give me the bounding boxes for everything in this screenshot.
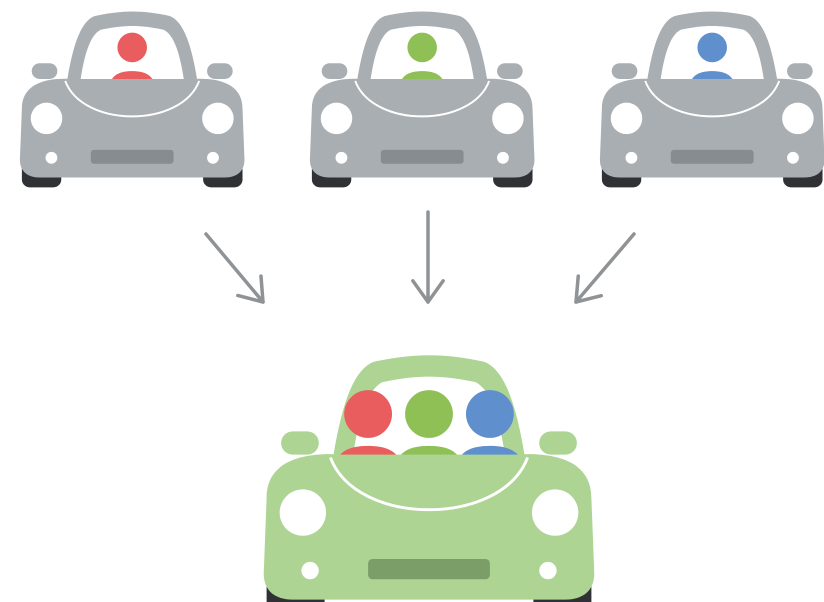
right-mirror: [497, 63, 523, 79]
left-fog-light: [626, 152, 638, 164]
license-plate: [91, 150, 174, 164]
arrow-shaft: [576, 234, 634, 302]
left-headlight: [31, 103, 63, 135]
right-fog-light: [787, 152, 799, 164]
person-head: [117, 33, 147, 63]
license-plate: [671, 150, 754, 164]
separate-cars-row: [20, 12, 824, 188]
person-head: [466, 390, 514, 438]
arrow-down-left-icon: [576, 234, 634, 302]
right-fog-light: [539, 562, 556, 579]
right-headlight: [492, 103, 524, 135]
left-mirror: [32, 63, 58, 79]
right-mirror: [787, 63, 813, 79]
person-head: [405, 390, 453, 438]
left-fog-light: [336, 152, 348, 164]
left-mirror: [281, 431, 319, 454]
left-headlight: [321, 103, 353, 135]
person-head: [407, 33, 437, 63]
arrows-row: [206, 212, 634, 302]
left-fog-light: [46, 152, 58, 164]
person-head: [344, 390, 392, 438]
arrow-shaft: [206, 234, 263, 302]
right-headlight: [202, 103, 234, 135]
right-headlight: [782, 103, 814, 135]
gray-car-2: [310, 12, 535, 188]
shared-car: [264, 355, 595, 602]
right-fog-light: [207, 152, 219, 164]
left-headlight: [611, 103, 643, 135]
license-plate: [381, 150, 464, 164]
left-fog-light: [301, 562, 318, 579]
right-headlight: [532, 489, 578, 535]
left-mirror: [322, 63, 348, 79]
arrow-down-icon: [413, 212, 443, 302]
license-plate: [368, 559, 490, 579]
right-mirror: [207, 63, 233, 79]
left-headlight: [280, 489, 326, 535]
right-fog-light: [497, 152, 509, 164]
green-shared-car: [264, 355, 595, 602]
gray-car-1: [20, 12, 245, 188]
right-mirror: [539, 431, 577, 454]
gray-car-3: [600, 12, 824, 188]
person-head: [697, 33, 727, 63]
arrow-down-right-icon: [206, 234, 263, 302]
left-mirror: [612, 63, 638, 79]
